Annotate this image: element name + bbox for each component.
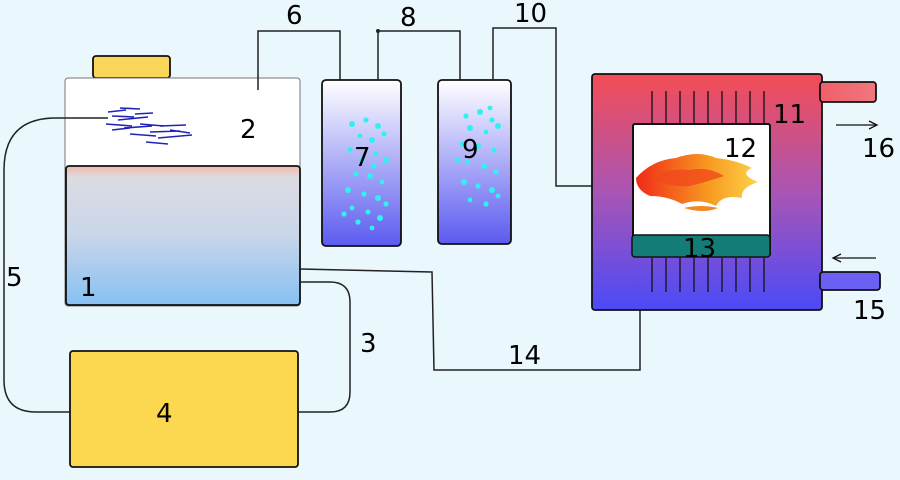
furnace-11: 11 12 13: [591, 73, 881, 311]
wash-jar-7: 7: [321, 79, 402, 247]
pipe-3: [298, 281, 351, 413]
bubbles-icon: [341, 117, 389, 231]
label-10: 10: [514, 0, 547, 29]
bubbles-icon: [455, 105, 501, 207]
label-1: 1: [80, 273, 97, 303]
label-5: 5: [6, 263, 23, 293]
label-13: 13: [683, 234, 716, 264]
pipe-10: [492, 27, 640, 187]
arrow-left-icon: [831, 253, 876, 263]
label-16: 16: [862, 134, 895, 164]
label-12: 12: [724, 134, 757, 164]
label-6: 6: [286, 1, 303, 31]
grate-13: [631, 234, 771, 258]
gas-swirl-icon: [105, 107, 193, 145]
flame-icon: [636, 154, 758, 211]
label-9: 9: [462, 135, 479, 165]
label-2: 2: [240, 115, 257, 145]
tank-lid: [92, 55, 171, 79]
wash-jar-9: 9: [437, 79, 512, 245]
outlet-pipe-16: [819, 81, 877, 103]
label-4: 4: [156, 399, 173, 429]
heat-fins-top: [651, 91, 765, 124]
storage-tank: 2 1: [64, 55, 301, 307]
unit-4-box: [69, 350, 299, 468]
pipe-5: [3, 117, 108, 413]
label-15: 15: [853, 296, 886, 326]
label-8: 8: [400, 3, 417, 33]
tank-liquid: [65, 165, 301, 306]
pipe-14: [299, 258, 641, 371]
label-11: 11: [773, 100, 806, 130]
inlet-pipe-15: [819, 271, 881, 291]
heat-fins-bottom: [651, 258, 765, 292]
arrow-right-icon: [836, 120, 879, 130]
label-3: 3: [360, 329, 377, 359]
label-14: 14: [508, 341, 541, 371]
label-7: 7: [354, 143, 371, 173]
